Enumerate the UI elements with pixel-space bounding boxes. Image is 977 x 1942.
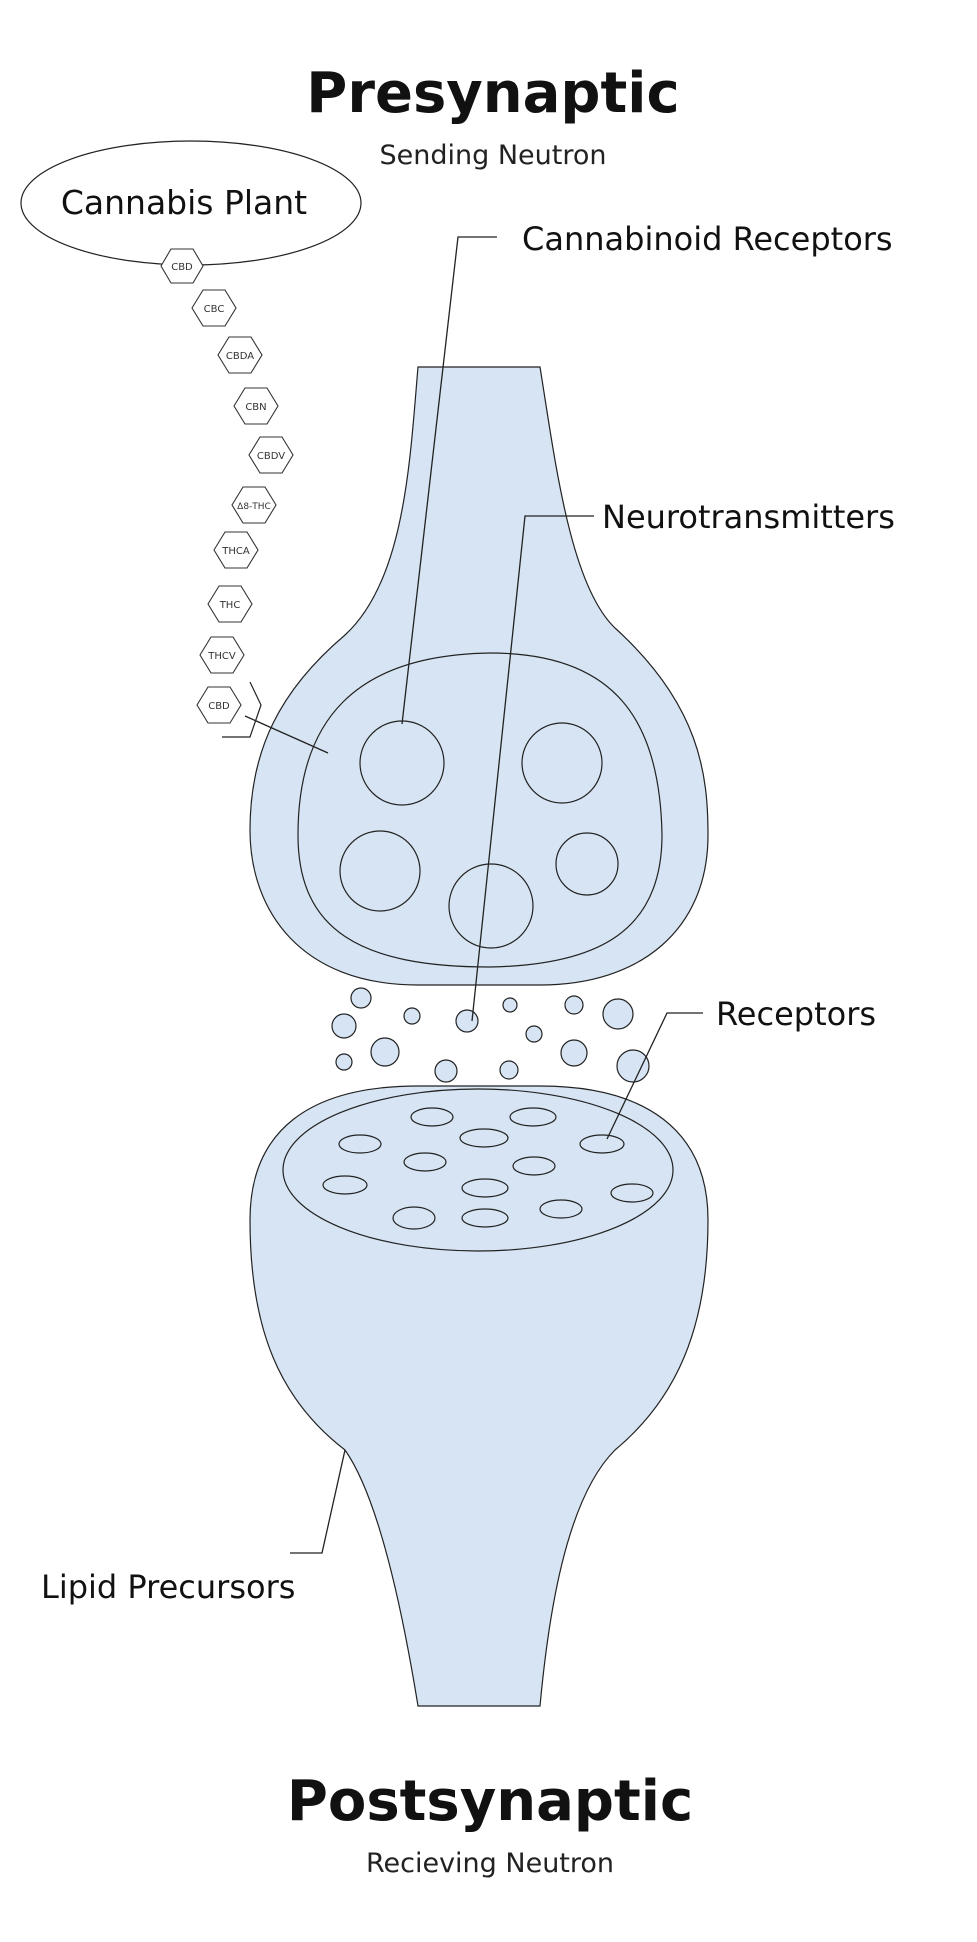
postsynaptic-receptor-zone [282,1088,674,1252]
cannabinoid-label: CBD [208,701,230,712]
postsynaptic-subtitle: Recieving Neutron [366,1848,614,1879]
receptor [461,1178,509,1198]
cannabinoid-hex: CBD [196,686,242,724]
cannabinoid-hex: Δ8-THC [231,486,277,524]
receptor [610,1183,654,1203]
neurotransmitter [525,1025,543,1043]
cannabinoid-label: CBC [204,304,225,315]
cannabinoid-hex: CBD [160,248,204,284]
cannabinoid-hex: CBN [233,387,279,425]
cannabinoid-hex: THCV [199,636,245,674]
receptor [539,1199,583,1219]
receptor [338,1134,382,1154]
cannabinoid-hex: THCA [213,531,259,569]
cannabinoid-label: CBDA [226,351,254,362]
receptor [392,1206,436,1230]
postsynaptic-title: Postsynaptic [287,1769,693,1834]
cannabinoid-label: THCA [221,546,250,557]
neurotransmitter [502,997,518,1013]
lipid-precursors-leader [290,1449,346,1554]
receptor [410,1107,454,1127]
postsynaptic-terminal [249,1085,709,1707]
presynaptic-terminal [249,366,709,986]
neurotransmitter [560,1039,588,1067]
receptor [322,1175,368,1195]
neurotransmitter [434,1059,458,1083]
receptor [512,1156,556,1176]
cannabinoid-receptors-label: Cannabinoid Receptors [522,220,893,258]
cannabinoid-label: CBDV [257,451,285,462]
plant-to-membrane-leader [244,715,329,754]
neurotransmitter [455,1009,479,1033]
neurotransmitter [403,1007,421,1025]
receptor [461,1208,509,1228]
receptor [459,1128,509,1148]
receptors-label: Receptors [716,995,876,1033]
receptor [509,1107,557,1127]
neurotransmitters-leader [471,515,594,1022]
receptor [579,1134,625,1154]
presynaptic-inner-membrane [297,652,663,968]
cannabinoid-chain: CBD CBC CBDA CBN CBDV Δ8-THC THCA THC [160,248,294,738]
postsynaptic-receptors [322,1107,654,1230]
receptor [403,1152,447,1172]
lipid-precursors-label: Lipid Precursors [41,1568,295,1606]
presynaptic-subtitle: Sending Neutron [380,140,607,171]
neurotransmitter [335,1053,353,1071]
cannabinoid-label: CBN [245,402,266,413]
cannabinoid-label: Δ8-THC [237,502,271,512]
receptors-leader [606,1012,703,1140]
cannabinoid-receptors-leader [401,236,497,725]
neurotransmitter [616,1049,650,1083]
neurotransmitter [350,987,372,1009]
neurotransmitter [602,998,634,1030]
neurotransmitter [331,1013,357,1039]
cannabinoid-hex: CBDV [248,436,294,474]
receptor-vesicle [339,830,421,912]
receptor-vesicle [555,832,619,896]
cannabinoid-hex: THC [207,585,253,623]
presynaptic-title: Presynaptic [306,61,679,126]
cannabinoid-hex: CBC [191,289,237,327]
cannabinoid-label: CBD [171,262,193,273]
cannabinoid-label: THCV [207,651,236,662]
neurotransmitter-particles [331,987,650,1083]
cannabinoid-hex: CBDA [217,336,263,374]
cannabinoid-label: THC [219,600,241,611]
neurotransmitter [370,1037,400,1067]
neurotransmitter [499,1060,519,1080]
receptor-vesicle [521,722,603,804]
neurotransmitter [564,995,584,1015]
cannabis-plant-label: Cannabis Plant [61,183,307,222]
receptor-vesicle [448,863,534,949]
neurotransmitters-label: Neurotransmitters [602,498,895,536]
